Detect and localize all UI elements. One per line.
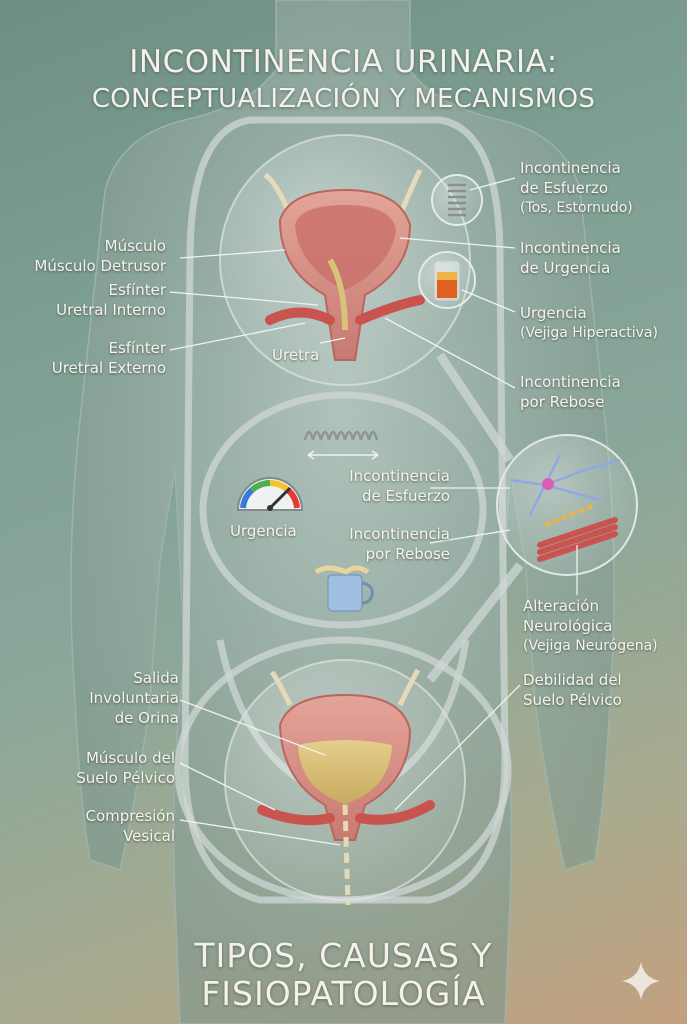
sparkle-icon [622, 962, 660, 1000]
gauge-icon [236, 477, 304, 511]
title-line-1: INCONTINENCIA URINARIA: [129, 44, 558, 80]
leader-lines [169, 177, 578, 846]
title-line-2: CONCEPTUALIZACIÓN Y MECANISMOS [91, 84, 596, 114]
top-bladder-bubble [219, 134, 471, 386]
mid-spring-icon [303, 430, 379, 460]
cup-icon [314, 565, 374, 612]
bottom-title-line-2: FISIOPATOLOGÍA [201, 974, 486, 1013]
neuron-icon [496, 434, 638, 576]
label-urgencia-mid: Urgencia [230, 522, 297, 540]
spring-icon [431, 174, 483, 226]
bottom-title-line-1: TIPOS, CAUSAS Y [194, 936, 493, 975]
label-uretra: Uretra [272, 346, 320, 364]
bottom-bladder-bubble [224, 659, 466, 906]
label-urgencia-top: Urgencia(Vejiga Hiperactiva) [520, 304, 658, 341]
beaker-icon [418, 251, 476, 309]
